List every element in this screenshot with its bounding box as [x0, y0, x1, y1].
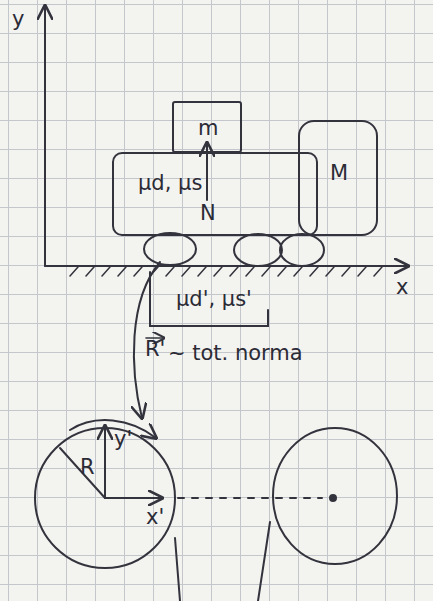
- axis-label: x: [396, 276, 408, 299]
- node-text: N: [200, 202, 216, 225]
- axis-label: y: [12, 8, 24, 31]
- platform-box: μd, μs N: [112, 152, 318, 236]
- load-block: m: [172, 101, 242, 153]
- node-text: M: [330, 162, 348, 185]
- node-text: m: [198, 117, 218, 140]
- axis-label: y': [114, 428, 132, 451]
- node-text: μd, μs: [138, 172, 202, 195]
- friction-label: μd', μs': [176, 288, 252, 311]
- axis-label: x': [146, 506, 164, 529]
- cab-box: M: [298, 120, 378, 236]
- force-label: R': [145, 338, 165, 361]
- radius-label: R: [80, 456, 95, 479]
- note-text: ~ tot. norma: [168, 342, 303, 365]
